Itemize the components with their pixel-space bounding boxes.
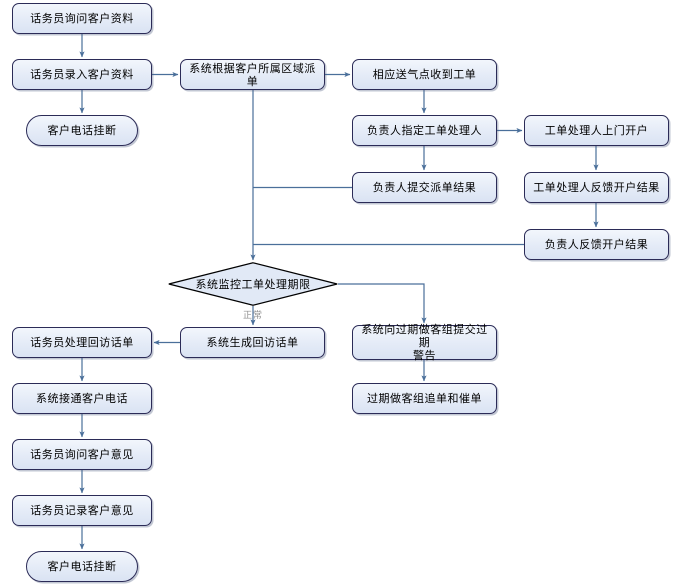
node-label: 工单处理人反馈开户结果 xyxy=(533,181,660,194)
node-agent-records-opinion[interactable]: 话务员记录客户意见 xyxy=(12,495,152,526)
node-overdue-group-followup[interactable]: 过期做客组追单和催单 xyxy=(352,383,497,414)
diamond-shape xyxy=(168,262,338,306)
node-agent-asks-opinion[interactable]: 话务员询问客户意见 xyxy=(12,439,152,470)
node-system-connects-call[interactable]: 系统接通客户电话 xyxy=(12,383,152,414)
node-label: 系统向过期做客组提交过期 警告 xyxy=(361,323,488,362)
node-label: 负责人反馈开户结果 xyxy=(544,238,649,251)
node-label: 负责人指定工单处理人 xyxy=(367,124,482,137)
node-label: 话务员处理回访话单 xyxy=(30,336,134,349)
node-submit-overdue-warning[interactable]: 系统向过期做客组提交过期 警告 xyxy=(352,323,497,362)
node-enter-customer-info[interactable]: 话务员录入客户资料 xyxy=(12,59,152,90)
node-label: 系统生成回访话单 xyxy=(206,336,299,349)
node-label: 系统根据客户所属区域派单 xyxy=(189,61,316,88)
node-handler-reports-result[interactable]: 工单处理人反馈开户结果 xyxy=(524,172,669,203)
node-label: 过期做客组追单和催单 xyxy=(367,392,482,405)
node-label: 话务员记录客户意见 xyxy=(30,504,134,517)
node-label: 话务员询问客户资料 xyxy=(30,12,134,25)
node-label: 系统监控工单处理期限 xyxy=(195,278,311,291)
node-label: 系统接通客户电话 xyxy=(36,392,128,405)
node-label: 话务员录入客户资料 xyxy=(30,68,134,81)
node-manager-assigns-handler[interactable]: 负责人指定工单处理人 xyxy=(352,115,497,146)
node-label: 工单处理人上门开户 xyxy=(544,124,649,137)
node-dispatch-by-region[interactable]: 系统根据客户所属区域派单 xyxy=(180,59,325,90)
node-label: 相应送气点收到工单 xyxy=(372,68,477,81)
node-monitor-deadline-decision[interactable]: 系统监控工单处理期限 xyxy=(168,262,338,306)
node-generate-followup-sheet[interactable]: 系统生成回访话单 xyxy=(180,327,325,358)
node-agent-handles-followup[interactable]: 话务员处理回访话单 xyxy=(12,327,152,358)
node-customer-hangup-top[interactable]: 客户电话挂断 xyxy=(26,115,138,146)
node-label: 客户电话挂断 xyxy=(47,124,117,137)
node-customer-hangup-bottom[interactable]: 客户电话挂断 xyxy=(26,551,138,582)
node-manager-reports-result[interactable]: 负责人反馈开户结果 xyxy=(524,229,669,260)
node-label: 负责人提交派单结果 xyxy=(372,181,477,194)
edge-n11-n13 xyxy=(338,283,427,324)
edge-label-normal: 正常 xyxy=(243,311,264,321)
node-gas-station-receives-order[interactable]: 相应送气点收到工单 xyxy=(352,59,497,90)
node-label: 话务员询问客户意见 xyxy=(30,448,134,461)
node-ask-customer-info[interactable]: 话务员询问客户资料 xyxy=(12,3,152,34)
node-label: 客户电话挂断 xyxy=(47,560,117,573)
node-handler-visits-customer[interactable]: 工单处理人上门开户 xyxy=(524,115,669,146)
node-manager-submits-dispatch-result[interactable]: 负责人提交派单结果 xyxy=(352,172,497,203)
